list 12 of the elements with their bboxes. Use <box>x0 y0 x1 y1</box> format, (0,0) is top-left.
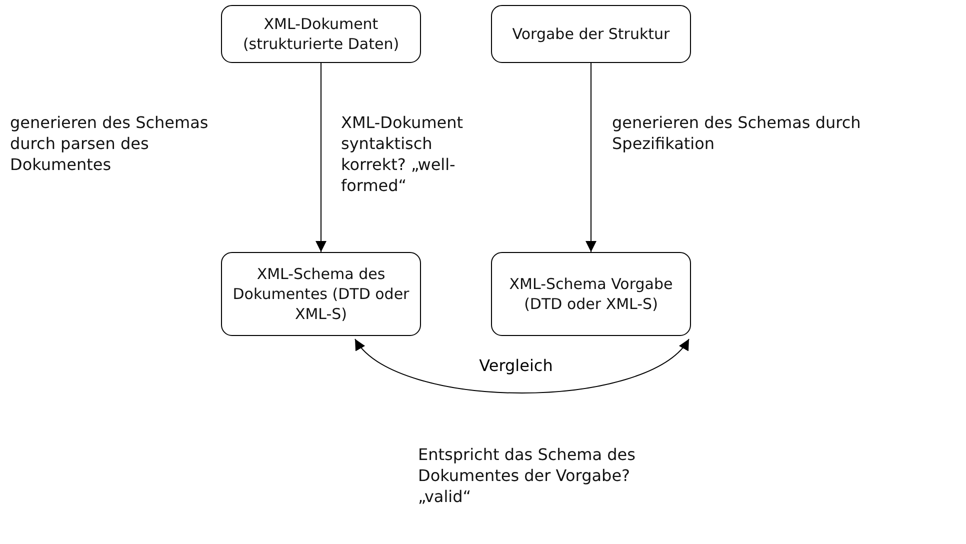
edge-label: Vergleich <box>477 356 555 376</box>
double-arrow <box>354 338 690 394</box>
process-box: XML-Schema des Dokumentes (DTD oder XML-S) <box>221 252 421 336</box>
arrow <box>586 62 596 252</box>
note-text: generieren des Schemas durch Spezifikation <box>612 112 862 154</box>
note-text: generieren des Schemas durch parsen des Dokumentes <box>10 112 210 175</box>
process-box: Vorgabe der Struktur <box>491 5 691 63</box>
process-box: XML-Schema Vorgabe (DTD oder XML-S) <box>491 252 691 336</box>
note-text: Entspricht das Schema des Dokumentes der Vorgabe? „valid“ <box>418 444 636 507</box>
note-text: XML-Dokument syntaktisch korrekt? „well-formed“ <box>341 112 464 196</box>
arrow <box>316 62 326 252</box>
process-box: XML-Dokument (strukturierte Daten) <box>221 5 421 63</box>
